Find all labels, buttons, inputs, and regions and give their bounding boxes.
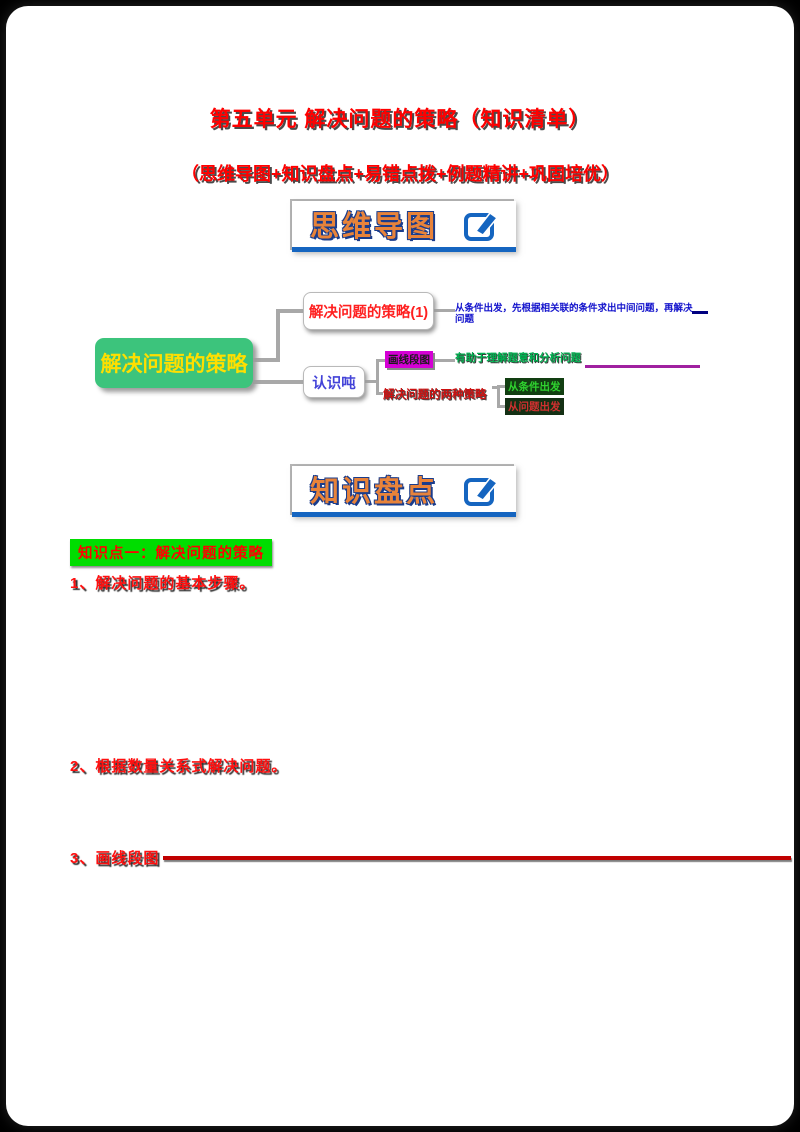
connector-node1-note [433, 309, 455, 312]
unit-title: 第五单元 解决问题的策略（知识清单） [209, 108, 591, 131]
connector-root-stem [253, 358, 280, 362]
connector-node2-stem [365, 380, 378, 383]
pencil-square-icon [464, 476, 499, 506]
red-divider-line [163, 856, 791, 860]
connector-root-elbow [276, 309, 280, 362]
connector-node2-elbow [376, 359, 379, 395]
mindmap-node-ton: 认识吨 [303, 366, 365, 398]
connector-branch2-elbow [497, 385, 500, 408]
pencil-square-icon [464, 211, 499, 241]
knowledge-banner: 知识盘点 [292, 466, 516, 517]
mindmap-root-node: 解决问题的策略 [95, 338, 253, 388]
mindmap-item-from-conditions: 从条件出发 [505, 378, 564, 395]
mindmap-branch-diagram-note: 有助于理解题意和分析问题 [455, 352, 581, 364]
mindmap-banner: 思维导图 [292, 201, 516, 252]
mindmap-note1-line [692, 311, 708, 314]
mindmap-banner-title: 思维导图 [310, 211, 439, 243]
connector-item1 [497, 385, 505, 388]
knowledge-item-1: 1、解决问题的基本步骤。 [70, 575, 256, 592]
mindmap-node1-note: 从条件出发，先根据相关联的条件求出中间问题，再解决问题 [455, 303, 693, 326]
unit-subtitle: （思维导图+知识盘点+易错点拨+例题精讲+巩固培优） [180, 164, 620, 184]
knowledge-item-2: 2、根据数量关系式解决问题。 [70, 758, 288, 775]
mindmap-node-strategy1: 解决问题的策略(1) [303, 292, 434, 330]
knowledge-banner-title: 知识盘点 [310, 476, 439, 508]
mindmap-branch-diagram-label: 画线段图 [385, 351, 433, 368]
connector-branch2-stem [492, 386, 497, 389]
connector-item2 [497, 405, 505, 408]
mindmap-item-from-question: 从问题出发 [505, 398, 564, 415]
mindmap-purple-line [585, 365, 700, 368]
connector-to-node2 [253, 380, 303, 384]
knowledge-item-3: 3、画线段图 [70, 850, 160, 867]
document-page [6, 6, 794, 1126]
connector-to-node1 [276, 309, 303, 313]
knowledge-point-heading: 知识点一：解决问题的策略 [70, 539, 272, 566]
connector-branch1 [376, 359, 385, 362]
connector-branch1-note [432, 359, 455, 362]
mindmap-branch-strategies-label: 解决问题的两种策略 [383, 389, 487, 401]
connector-branch2 [376, 392, 383, 395]
